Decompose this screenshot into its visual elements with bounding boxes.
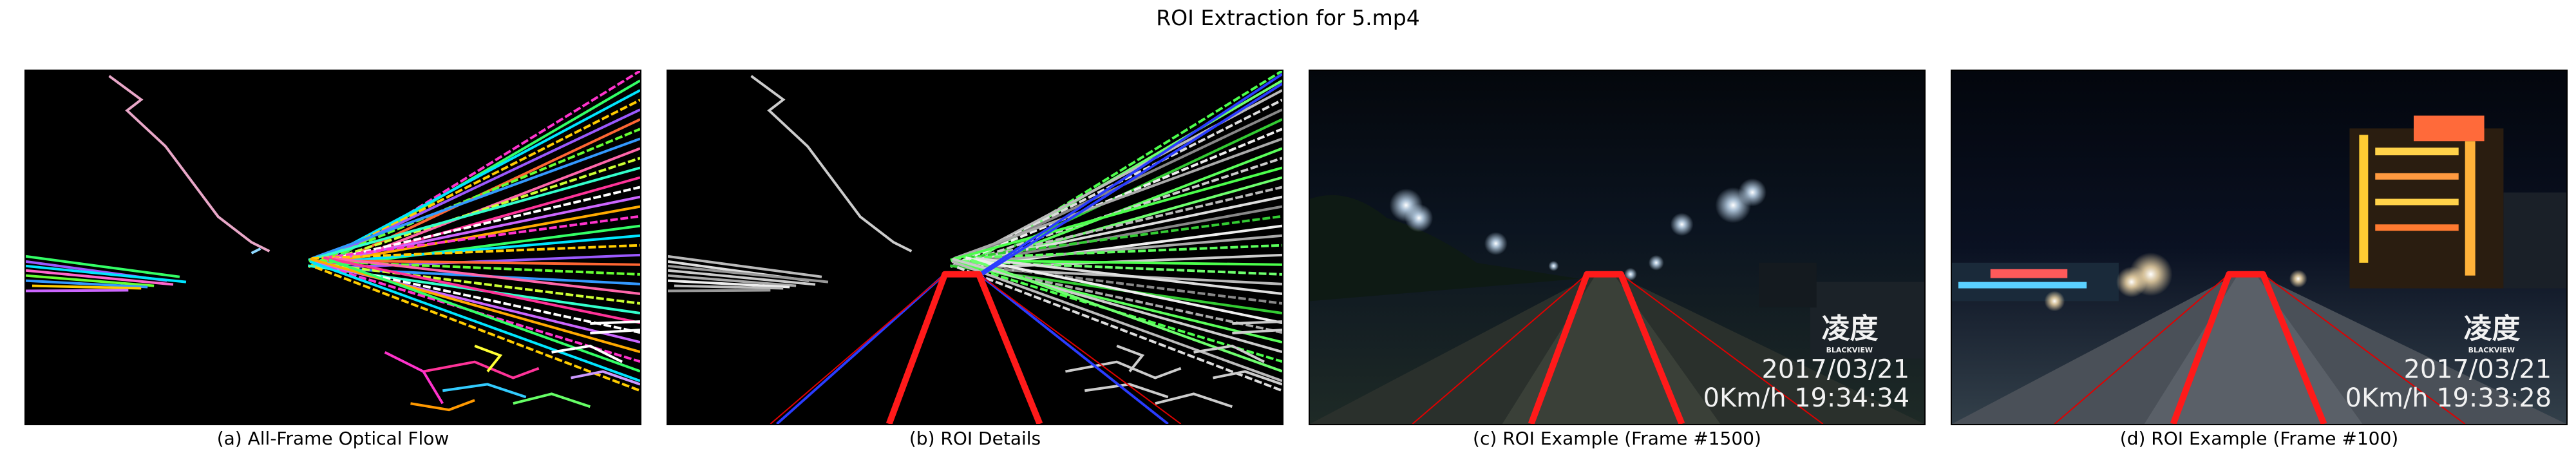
flow-line — [951, 260, 1282, 383]
flow-line — [311, 128, 640, 266]
flow-line — [971, 258, 1282, 373]
flow-line — [975, 256, 1282, 295]
flow-line — [952, 257, 1282, 354]
flow-line — [310, 257, 640, 354]
flow-line — [332, 265, 640, 334]
roi-example-frame-1500: 凌度 BLACKVIEW 2017/03/21 0Km/h 19:34:34 — [1309, 70, 1926, 425]
flow-line — [328, 258, 640, 373]
timestamp-date: 2017/03/21 — [1762, 355, 1910, 385]
flow-line — [967, 157, 1282, 263]
flow-line — [974, 224, 1282, 267]
flow-line — [311, 244, 640, 260]
roi-example-frame-100: 凌度 BLACKVIEW 2017/03/21 0Km/h 19:33:28 — [1951, 70, 2568, 425]
speed-time: 0Km/h 19:33:28 — [2345, 383, 2552, 413]
roi-details-image — [667, 70, 1283, 425]
flow-line — [954, 137, 1282, 260]
flow-line — [332, 224, 640, 267]
flow-line — [333, 186, 640, 260]
optical-flow-image — [24, 70, 641, 425]
panel-a-caption: (a) All-Frame Optical Flow — [216, 428, 450, 449]
flow-line — [309, 260, 640, 383]
brand-logo: 凌度 — [2464, 312, 2521, 345]
flow-line — [317, 89, 640, 264]
flow-line — [313, 234, 640, 265]
brand-sub: BLACKVIEW — [1826, 346, 1873, 354]
brand-sub: BLACKVIEW — [2468, 346, 2515, 354]
flow-line — [963, 262, 1282, 305]
speed-time: 0Km/h 19:34:34 — [1703, 383, 1909, 413]
flow-line — [314, 265, 640, 392]
flow-line — [950, 166, 1282, 262]
flow-line — [333, 256, 640, 295]
flow-line — [327, 259, 640, 266]
panel-d-caption: (d) ROI Example (Frame #100) — [2119, 428, 2399, 449]
brand-logo: 凌度 — [1822, 312, 1879, 345]
figure-title: ROI Extraction for 5.mp4 — [1156, 5, 1420, 30]
flow-line — [325, 157, 640, 263]
flow-line — [323, 256, 640, 324]
panel-c-caption: (c) ROI Example (Frame #1500) — [1473, 428, 1761, 449]
flow-line — [956, 265, 1282, 392]
flow-line — [308, 166, 640, 262]
flow-line — [321, 262, 640, 305]
flow-line — [974, 265, 1282, 334]
flow-line — [312, 137, 640, 260]
timestamp-date: 2017/03/21 — [2404, 355, 2552, 385]
flow-line — [325, 215, 640, 259]
panel-b-caption: (b) ROI Details — [909, 428, 1041, 449]
flow-line — [953, 128, 1282, 266]
flow-line — [969, 259, 1282, 266]
flow-line — [965, 256, 1282, 324]
flow-line — [955, 234, 1282, 265]
